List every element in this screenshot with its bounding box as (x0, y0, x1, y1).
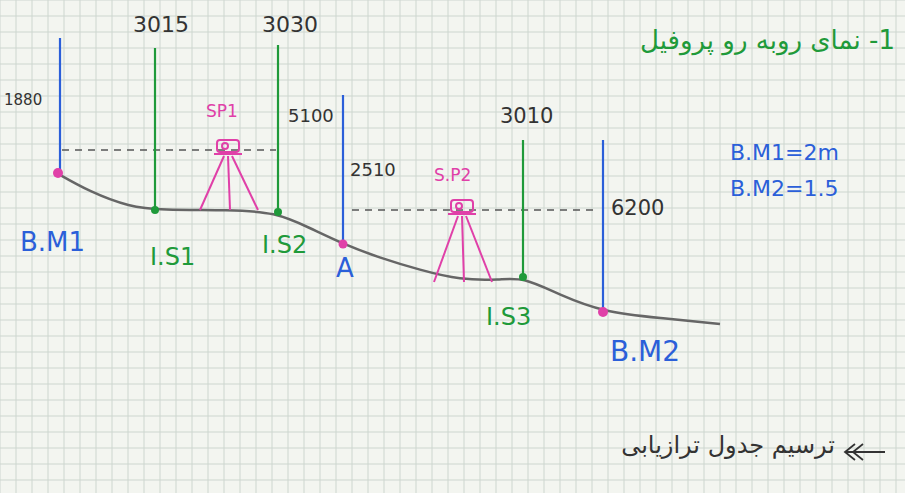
levelling-staff (59, 38, 61, 172)
section-heading: 1- نمای روبه رو پروفیل (640, 26, 895, 56)
staff-reading: 3030 (262, 12, 318, 37)
staff-reading: 3010 (500, 104, 553, 128)
staff-reading: 3015 (133, 12, 189, 37)
benchmark-name: B.M1 (20, 228, 85, 258)
levelling-staff (277, 45, 279, 212)
benchmark-value: B.M1=2m (730, 140, 839, 165)
staff-reading: 1880 (4, 92, 42, 109)
station-name: S.P2 (434, 166, 471, 186)
levelling-staff (342, 95, 344, 244)
station-point (519, 273, 527, 281)
benchmark-name: B.M2 (610, 336, 680, 368)
station-name: SP1 (206, 102, 238, 122)
station-point (274, 208, 282, 216)
point-name: I.S3 (486, 304, 531, 332)
sight-line (62, 149, 276, 151)
station-point (53, 168, 63, 178)
level-tripod (434, 200, 492, 282)
levelling-staff (522, 140, 524, 277)
point-name: I.S1 (150, 244, 195, 272)
sight-line (352, 209, 598, 211)
benchmark-value: B.M2=1.5 (730, 176, 839, 201)
staff-reading: 5100 (288, 106, 334, 127)
staff-reading: 6200 (611, 196, 664, 220)
staff-reading: 2510 (350, 160, 396, 181)
note-text: ترسیم جدول ترازیابی (621, 432, 835, 460)
levelling-staff (602, 140, 604, 312)
station-point (151, 206, 159, 214)
note-arrow (845, 444, 885, 460)
levelling-staff (154, 48, 156, 210)
station-point (339, 240, 348, 249)
point-name: A (336, 254, 354, 284)
station-point (598, 307, 608, 317)
point-name: I.S2 (262, 232, 307, 260)
level-tripod (200, 140, 258, 210)
